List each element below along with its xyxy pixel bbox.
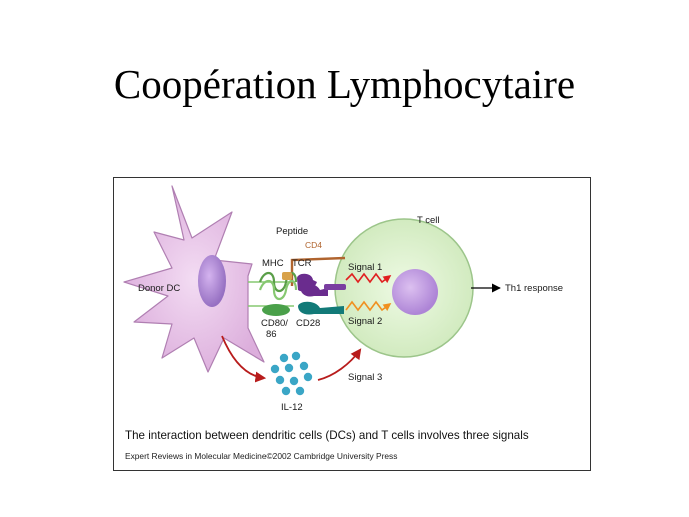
peptide-label: Peptide <box>276 226 308 237</box>
dc-nucleus <box>198 255 226 307</box>
tcr-label: TCR <box>292 258 312 269</box>
dendritic-cell <box>123 185 265 373</box>
th1-response-label: Th1 response <box>505 283 563 294</box>
il12-label: IL-12 <box>281 402 303 413</box>
signal-1-arrow <box>345 272 392 284</box>
cd80-86-molecule <box>262 304 290 316</box>
mhc-molecule <box>258 271 298 301</box>
cd28-label: CD28 <box>296 318 320 329</box>
figure-frame: Donor DC T cell Peptide CD4 MHC TCR Sign… <box>113 177 591 471</box>
signal-1-label: Signal 1 <box>348 262 382 273</box>
signal-2-label: Signal 2 <box>348 316 382 327</box>
tcr-stalk <box>324 284 346 290</box>
dc-to-il12-arrow <box>221 335 267 383</box>
il12-cluster <box>270 351 313 396</box>
signal-3-label: Signal 3 <box>348 372 382 383</box>
mhc-label: MHC <box>262 258 284 269</box>
tcr-molecule <box>297 273 328 297</box>
donor-dc-label: Donor DC <box>138 283 180 294</box>
cd28-molecule <box>298 301 344 315</box>
signal-2-arrow <box>345 300 392 312</box>
cd80-86-label-line1: CD80/ <box>261 318 288 329</box>
cell-interaction-diagram: Donor DC T cell Peptide CD4 MHC TCR Sign… <box>123 185 563 413</box>
cd4-label: CD4 <box>305 240 322 250</box>
figure-credit: Expert Reviews in Molecular Medicine©200… <box>125 451 398 461</box>
t-cell-label: T cell <box>417 215 440 226</box>
figure-caption: The interaction between dendritic cells … <box>125 429 529 442</box>
il12-to-tcell-arrow <box>317 348 362 381</box>
t-cell-nucleus <box>392 269 438 315</box>
cd80-86-label-line2: 86 <box>266 329 277 340</box>
slide-title: Coopération Lymphocytaire <box>113 61 576 107</box>
